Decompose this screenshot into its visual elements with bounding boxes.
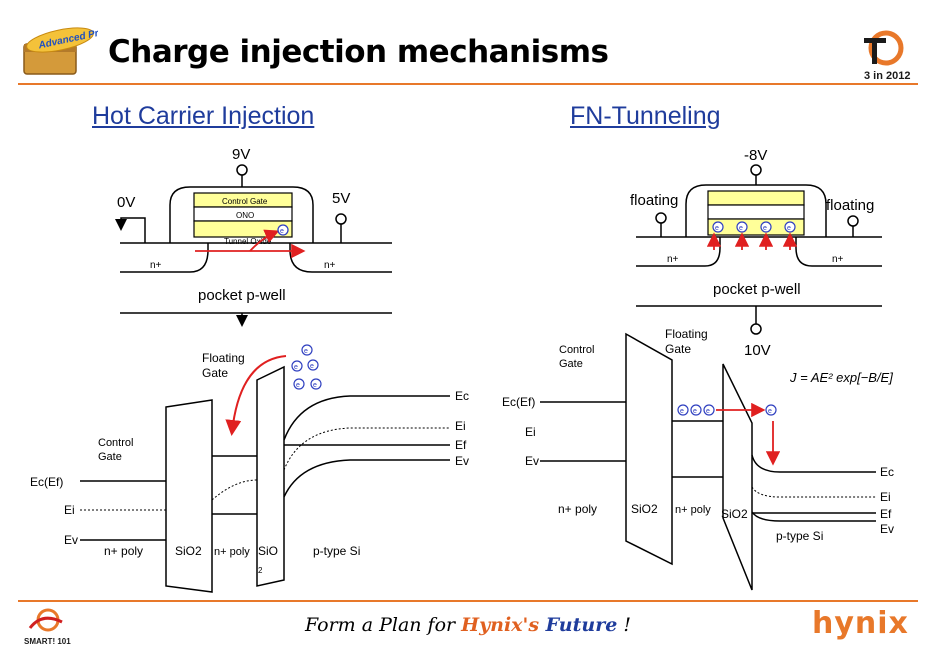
hci-n-right: n+	[324, 260, 336, 271]
fn-band-electrons	[677, 404, 777, 416]
svg-text:e: e	[296, 382, 300, 389]
hci-electron	[277, 224, 289, 236]
fn-ev-left: Ev	[525, 454, 539, 468]
fn-floating-gate-label-1: Floating	[665, 327, 708, 341]
fn-n-left: n+	[667, 254, 679, 265]
fn-ec-right: Ec	[880, 465, 894, 479]
fn-well-label: pocket p-well	[713, 281, 801, 298]
hci-heading: Hot Carrier Injection	[92, 102, 315, 130]
fn-heading: FN-Tunneling	[570, 102, 721, 130]
fn-ei-left: Ei	[525, 425, 536, 439]
hci-control-gate-label-1: Control	[98, 437, 133, 449]
svg-text:e: e	[787, 225, 791, 232]
fn-tunneling-arrows	[706, 232, 798, 250]
hci-ev-right: Ev	[455, 454, 469, 468]
fn-gate-electrons	[712, 221, 796, 233]
footer-divider	[18, 600, 918, 602]
hci-sio2-right-sub: 2	[258, 566, 263, 575]
svg-text:e: e	[680, 408, 684, 415]
hci-floating-gate-label-1: Floating	[202, 351, 245, 365]
hci-n-poly: n+ poly	[104, 544, 143, 558]
hci-band-diagram: Floating Gate Control Gate e e e e e Ec(Ef…	[30, 344, 469, 593]
svg-text:e: e	[706, 408, 710, 415]
svg-text:e: e	[313, 382, 317, 389]
footer-badge-text: SMART! 101	[24, 637, 71, 646]
hci-tunnel-oxide-label: Tunnel Oxide	[224, 237, 272, 246]
hci-source-voltage: 0V	[117, 194, 135, 211]
fn-sio2-right: SiO2	[721, 507, 748, 521]
svg-text:e: e	[715, 225, 719, 232]
footer-tagline: Form a Plan for Hynix's Future !	[305, 614, 631, 636]
hci-n-poly-mid: n+ poly	[214, 546, 250, 558]
fn-control-gate-label-1: Control	[559, 344, 594, 356]
fn-gate-voltage: -8V	[744, 147, 767, 164]
fn-n-right: n+	[832, 254, 844, 265]
hci-well-label: pocket p-well	[198, 287, 286, 304]
fn-ev-right: Ev	[880, 522, 894, 536]
fn-ei-right: Ei	[880, 490, 891, 504]
hci-sio2-right: SiO	[258, 544, 278, 558]
hci-ptype: p-type Si	[313, 544, 360, 558]
svg-text:e: e	[294, 364, 298, 371]
hci-drain-voltage: 5V	[332, 190, 350, 207]
svg-text:e: e	[739, 225, 743, 232]
fn-n-poly-mid: n+ poly	[675, 504, 711, 516]
fn-ef-right: Ef	[880, 507, 892, 521]
fn-floating-gate-label-2: Gate	[665, 342, 691, 356]
svg-text:e: e	[763, 225, 767, 232]
svg-text:e: e	[304, 348, 308, 355]
hci-n-left: n+	[150, 260, 162, 271]
hci-control-gate-label: Control Gate	[222, 197, 268, 206]
fn-equation: J = AE² exp[−B/E]	[789, 370, 893, 385]
header-divider	[18, 83, 918, 85]
svg-text:e: e	[693, 408, 697, 415]
hci-gate-terminal	[236, 164, 248, 176]
hci-ei-right: Ei	[455, 419, 466, 433]
hci-band-electrons	[291, 344, 322, 390]
hci-control-gate-label-2: Gate	[98, 451, 122, 463]
fn-ptype: p-type Si	[776, 529, 823, 543]
hci-floating-gate-label-2: Gate	[202, 366, 228, 380]
smart-101-logo: SMART! 101	[22, 604, 72, 648]
hci-ev-left: Ev	[64, 533, 78, 547]
hci-ec-right: Ec	[455, 389, 469, 403]
fn-control-gate-label-2: Gate	[559, 358, 583, 370]
fn-ec-ef-left: Ec(Ef)	[502, 395, 535, 409]
hci-gate-voltage: 9V	[232, 146, 250, 163]
fn-sio2: SiO2	[631, 502, 658, 516]
fn-floating-left: floating	[630, 192, 678, 209]
svg-text:e: e	[310, 363, 314, 370]
fn-band-diagram: Control Gate Floating Gate J = AE² exp[−…	[502, 327, 894, 591]
hci-transistor: 9V 0V 5V Control Gate ONO Tunnel Oxide n…	[115, 146, 392, 327]
slide-title: Charge injection mechanisms	[108, 34, 609, 70]
fn-n-poly: n+ poly	[558, 502, 597, 516]
svg-text:e: e	[280, 228, 284, 235]
three-in-2012-logo: 3 in 2012	[852, 26, 916, 84]
logo-right-text: 3 in 2012	[864, 70, 910, 82]
hci-ef-right: Ef	[455, 438, 467, 452]
hci-ono-label: ONO	[236, 211, 254, 220]
fn-substrate-voltage: 10V	[744, 342, 771, 359]
svg-text:e: e	[768, 408, 772, 415]
hynix-brand-logo: hynix	[812, 606, 909, 641]
hci-ei-left: Ei	[64, 503, 75, 517]
hci-sio2: SiO2	[175, 544, 202, 558]
fn-floating-right: floating	[826, 197, 874, 214]
hci-ec-ef-left: Ec(Ef)	[30, 475, 63, 489]
